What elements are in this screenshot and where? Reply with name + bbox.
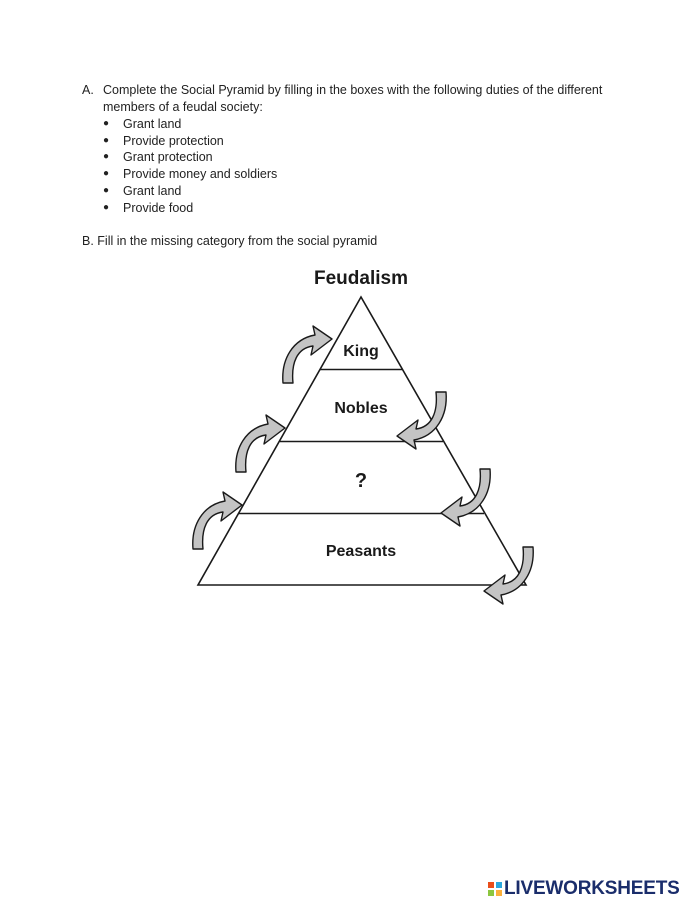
- section-a: A. Complete the Social Pyramid by fillin…: [82, 82, 642, 216]
- question-a: A. Complete the Social Pyramid by fillin…: [82, 82, 642, 116]
- duty-item: ● Grant land: [103, 183, 642, 200]
- tier-king-label: King: [343, 343, 379, 360]
- pyramid-title: Feudalism: [314, 268, 408, 289]
- bullet-icon: ●: [103, 201, 110, 213]
- bullet-icon: ●: [103, 134, 110, 146]
- duty-item: ● Provide money and soldiers: [103, 166, 642, 183]
- bullet-icon: ●: [103, 118, 110, 129]
- tier-nobles-label: Nobles: [334, 400, 387, 417]
- watermark-text: LIVEWORKSHEETS: [504, 878, 680, 899]
- duty-label: Grant land: [123, 117, 182, 131]
- duty-label: Provide food: [123, 200, 194, 215]
- duty-label: Grant land: [123, 183, 182, 198]
- question-a-letter: A.: [82, 83, 94, 97]
- duty-item: ● Provide protection: [103, 133, 642, 150]
- bullet-icon: ●: [103, 151, 110, 163]
- duty-label: Provide protection: [123, 133, 224, 148]
- duty-item: ● Grant protection: [103, 149, 642, 166]
- duty-list: ● Grant land ● Provide protection ● Grant p…: [82, 116, 642, 216]
- tier-missing-label: ?: [355, 470, 367, 492]
- duty-label: Grant protection: [123, 150, 213, 165]
- tier-peasants-label: Peasants: [326, 543, 396, 560]
- liveworksheets-watermark: LIVEWORKSHEETS: [488, 878, 680, 900]
- question-b: B. Fill in the missing category from the…: [82, 234, 378, 248]
- duty-item: ● Provide food: [103, 200, 642, 217]
- question-a-instruction: Complete the Social Pyramid by filling i…: [103, 83, 603, 114]
- liveworksheets-logo-icon: [488, 882, 502, 896]
- duty-item: ● Grant land: [103, 116, 642, 133]
- duty-label: Provide money and soldiers: [123, 167, 278, 182]
- bullet-icon: ●: [103, 184, 110, 196]
- bullet-icon: ●: [103, 168, 110, 180]
